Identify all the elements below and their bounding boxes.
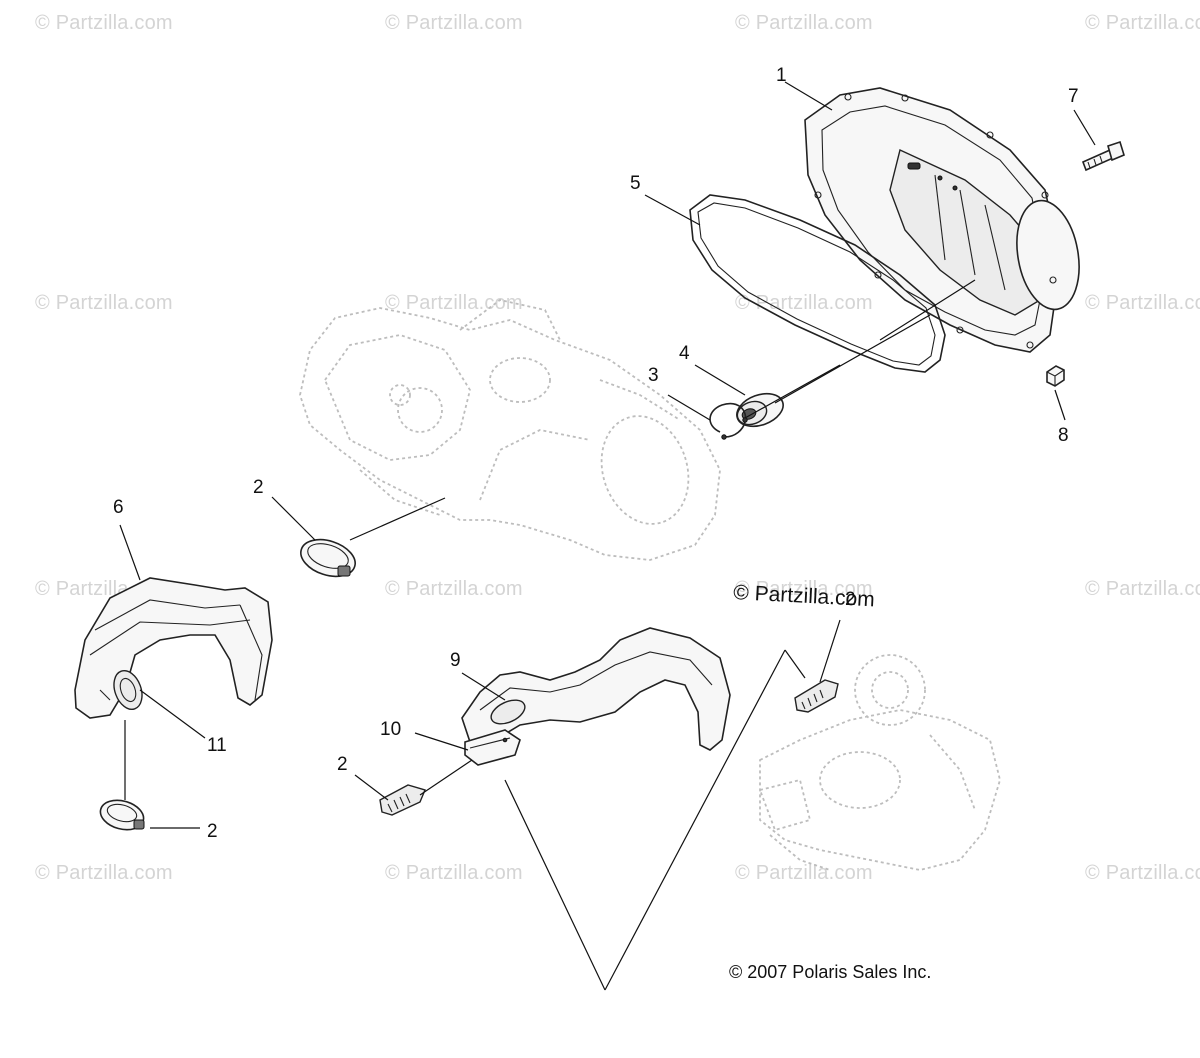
ghost-transmission (299, 299, 721, 561)
watermark-text: © Partzilla.com (385, 12, 523, 34)
callout-1: 1 (776, 65, 787, 86)
copyright-notice: © 2007 Polaris Sales Inc. (729, 962, 932, 982)
watermark-text: © Partzilla.com (1085, 862, 1200, 884)
adapter (464, 729, 521, 766)
watermark-text: © Partzilla.com (35, 12, 173, 34)
watermark-text: © Partzilla.com (1085, 12, 1200, 34)
inlet-duct (74, 577, 273, 719)
outlet-duct (461, 627, 731, 751)
callout-11: 11 (207, 735, 227, 756)
callout-8: 8 (1058, 425, 1069, 446)
watermark-text: © Partzilla.com (385, 862, 523, 884)
clamp-duct (379, 784, 426, 816)
watermark-text: © Partzilla.com (1085, 292, 1200, 314)
watermark-text: © Partzilla.com (735, 578, 873, 600)
callout-5: 5 (630, 173, 641, 194)
callout-4: 4 (679, 343, 690, 364)
callout-3: 3 (648, 365, 659, 386)
clamp-engine (300, 538, 356, 578)
watermark-text: © Partzilla.com (735, 292, 873, 314)
clamp-left (99, 799, 145, 831)
clutch-cover (804, 87, 1080, 353)
snap-ring (709, 403, 748, 440)
callout-2-left: 2 (207, 821, 218, 842)
watermark-text: © Partzilla.com (385, 578, 523, 600)
callout-2-right: 2 (845, 589, 856, 610)
watermark-text: © Partzilla.com (735, 12, 873, 34)
nut (1046, 365, 1065, 387)
callout-10: 10 (380, 719, 402, 740)
watermark-text: © Partzilla.com (385, 292, 523, 314)
bolt (1081, 140, 1125, 172)
watermark-text: © Partzilla.com (1085, 578, 1200, 600)
clamp-right (794, 679, 839, 713)
leader-lines (119, 81, 1096, 991)
callout-6: 6 (113, 497, 124, 518)
watermark-text: © Partzilla.com (35, 292, 173, 314)
callout-7: 7 (1068, 86, 1079, 107)
ghost-engine (758, 654, 1001, 871)
cover-seal (689, 194, 946, 373)
callout-2-engine: 2 (253, 477, 264, 498)
watermark-text: © Partzilla.com (735, 862, 873, 884)
watermark-text: © Partzilla.com (35, 862, 173, 884)
callout-2-duct: 2 (337, 754, 348, 775)
callout-9: 9 (450, 650, 461, 671)
